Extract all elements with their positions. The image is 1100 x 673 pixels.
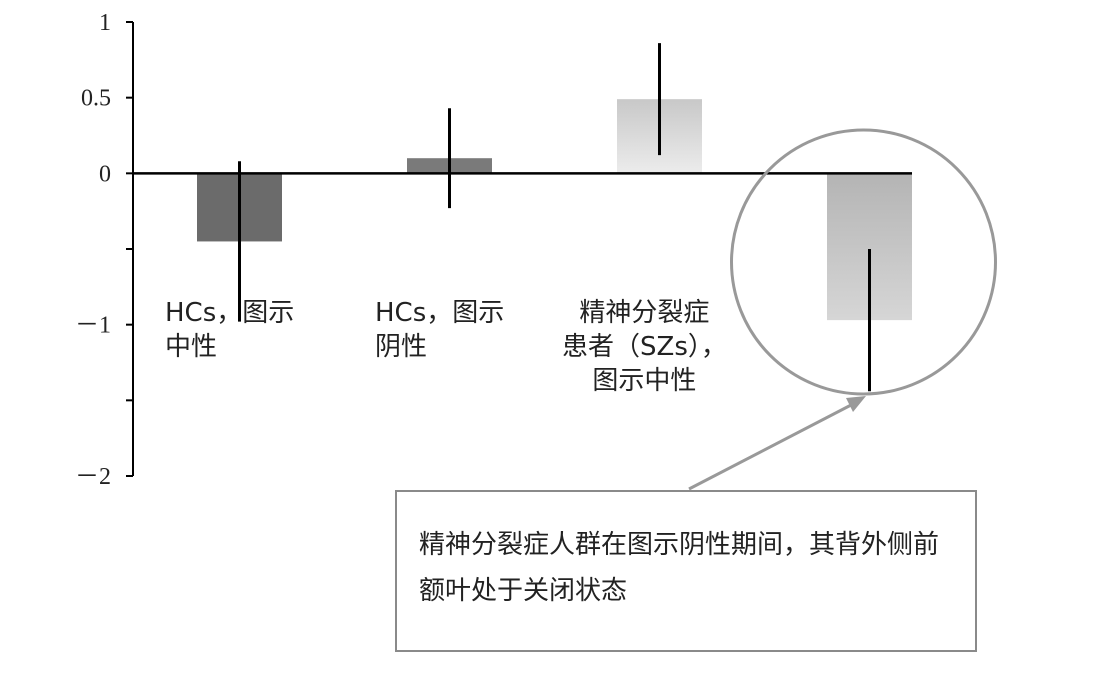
highlight-circle [730, 128, 997, 396]
annotation-text: 精神分裂症人群在图示阴性期间，其背外侧前额叶处于关闭状态 [419, 530, 940, 606]
y-tick-label-1: 0.5 [81, 86, 111, 112]
category-label-1: HCs，图示 阴性 [375, 298, 505, 362]
y-tick-label-0: 1 [99, 10, 111, 36]
callout-arrow-line [688, 402, 854, 491]
callout-arrow-head [846, 396, 866, 412]
category-label-0: HCs，图示 中性 [165, 298, 295, 362]
y-tick-label-2: 0 [99, 161, 111, 187]
y-tick-label-3: －1 [75, 313, 111, 339]
annotation-callout-box: 精神分裂症人群在图示阴性期间，其背外侧前额叶处于关闭状态 [395, 490, 977, 652]
category-label-2: 精神分裂症 患者（SZs）， 图示中性 [562, 298, 727, 396]
y-tick-label-4: －2 [75, 464, 111, 490]
